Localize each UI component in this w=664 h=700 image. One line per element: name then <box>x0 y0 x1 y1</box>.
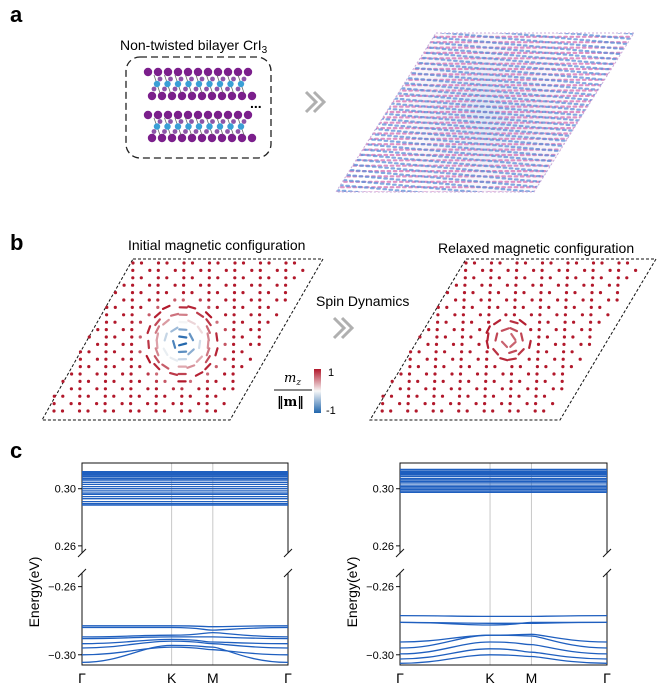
axes-frame <box>399 462 608 666</box>
inset-title-sub: 3 <box>262 45 268 56</box>
x-tick-label: M <box>207 670 219 686</box>
chevron-arrow-icon-a <box>304 90 327 114</box>
colorbar-min-label: -1 <box>326 405 336 417</box>
band-line <box>399 634 608 649</box>
y-tick-label: 0.26 <box>55 541 76 553</box>
spin-dynamics-label: Spin Dynamics <box>316 293 409 309</box>
band-line <box>399 621 607 626</box>
axis-break-mark <box>77 568 87 578</box>
y-tick-label: −0.30 <box>48 650 76 662</box>
x-tick-label: K <box>485 670 495 686</box>
colorbar: mz ‖m‖ 1 -1 <box>274 367 336 417</box>
y-axis-label: Energy(eV) <box>26 557 42 628</box>
x-tick-label: K <box>167 670 177 686</box>
axis-break-mark <box>395 548 405 558</box>
colorbar-denominator: ‖m‖ <box>277 395 304 410</box>
band-line <box>399 648 608 660</box>
ellipsis: ... <box>250 95 262 111</box>
panel-letter-c: c <box>10 438 22 463</box>
bilayer-structure-illustration <box>143 67 257 143</box>
colorbar-numerator: mz <box>284 371 301 388</box>
y-tick-label: −0.26 <box>366 582 394 594</box>
axis-break-mark <box>77 548 87 558</box>
x-tick-label: Γ <box>396 670 404 686</box>
band-line <box>81 631 289 638</box>
band-line <box>81 646 289 656</box>
colorbar-gradient <box>314 369 321 413</box>
band-line <box>81 638 289 645</box>
y-tick-label: 0.30 <box>55 484 76 496</box>
y-tick-label: −0.26 <box>48 582 76 594</box>
axis-break-mark <box>283 568 293 578</box>
chevron-arrow-icon-b <box>332 316 355 340</box>
y-tick-label: 0.30 <box>373 484 394 496</box>
axis-break-mark <box>602 548 612 558</box>
moire-lattice-illustration <box>335 32 635 193</box>
inset-title: Non-twisted bilayer CrI3 <box>120 37 268 56</box>
band-line <box>81 625 289 628</box>
x-tick-label: Γ <box>284 670 292 686</box>
band-line <box>81 626 289 631</box>
axis-break-mark <box>602 568 612 578</box>
band-line <box>81 644 289 664</box>
axis-break-mark <box>283 548 293 558</box>
inset-title-main: Non-twisted bilayer CrI <box>120 37 262 53</box>
band-line <box>399 614 608 618</box>
y-tick-label: 0.26 <box>373 541 394 553</box>
y-axis-label: Energy(eV) <box>344 557 360 628</box>
initial-config-title: Initial magnetic configuration <box>128 237 305 253</box>
crystal-inset-box <box>125 56 272 159</box>
panel-letter-b: b <box>10 230 23 255</box>
axis-break-mark <box>395 568 405 578</box>
band-line <box>399 633 608 643</box>
band-line <box>399 654 608 664</box>
relaxed-config-title: Relaxed magnetic configuration <box>438 240 634 256</box>
band-line <box>81 636 289 640</box>
y-tick-label: −0.30 <box>366 650 394 662</box>
band-line <box>399 641 608 655</box>
x-tick-label: Γ <box>603 670 611 686</box>
initial-spin-map <box>41 258 324 421</box>
axes-frame <box>81 462 289 666</box>
panel-letter-a: a <box>10 2 23 27</box>
band-line <box>81 640 289 649</box>
x-tick-label: Γ <box>78 670 86 686</box>
colorbar-max-label: 1 <box>328 367 334 379</box>
relaxed-spin-map <box>369 258 657 421</box>
x-tick-label: M <box>526 670 538 686</box>
